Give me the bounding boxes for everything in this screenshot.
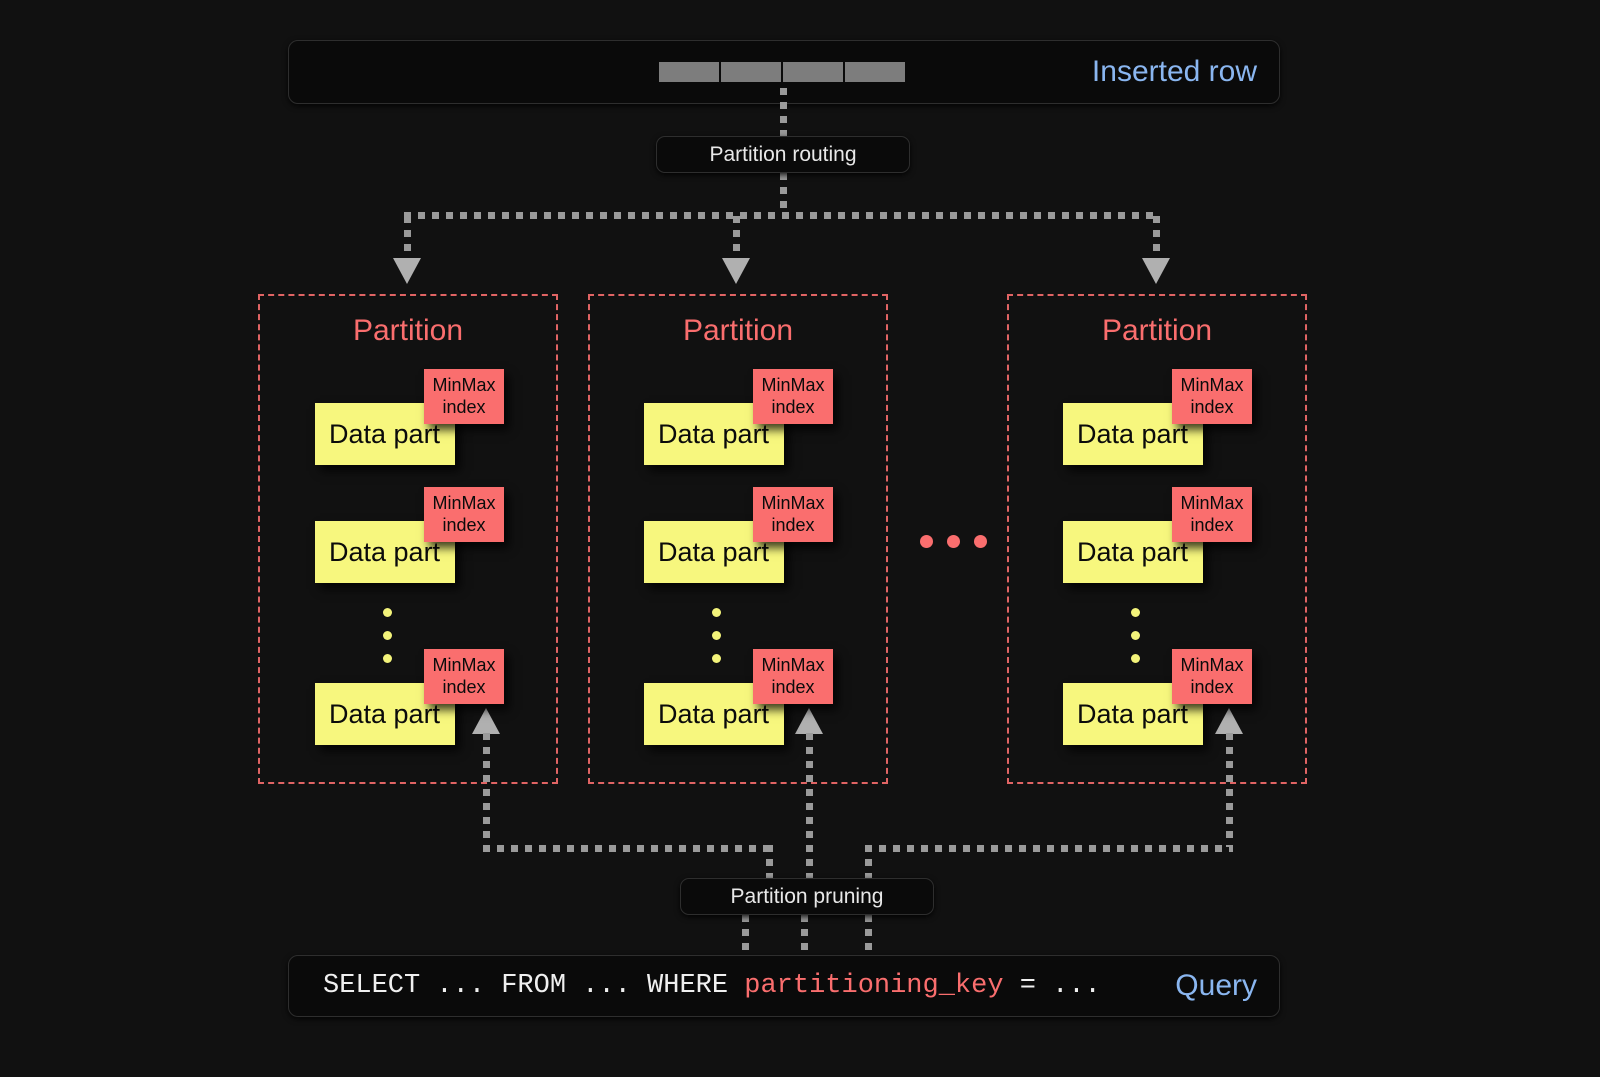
data-part-label: Data part (658, 418, 770, 449)
data-part-label: Data part (329, 698, 441, 729)
connector-bus-to-partition-2 (733, 216, 740, 262)
data-part-2-2: Data part (644, 521, 784, 583)
arrow-into-data-part-2 (795, 708, 823, 734)
connector-bus-left-drop (766, 845, 773, 891)
data-part-label: Data part (329, 536, 441, 567)
connector-pruning-to-partition-1 (483, 733, 490, 847)
connector-pruning-bus-right (865, 845, 1233, 852)
partition-pruning-label: Partition pruning (730, 884, 884, 908)
partition-ellipsis (920, 535, 987, 548)
data-part-label: Data part (1077, 418, 1189, 449)
connector-bus-to-partition-1 (404, 216, 411, 262)
ellipsis-dot (383, 608, 392, 617)
connector-bus-to-partition-3 (1153, 216, 1160, 262)
connector-bus-right-drop (865, 845, 872, 891)
connector-routing-to-bus (780, 173, 787, 215)
data-part-label: Data part (658, 536, 770, 567)
query-bar: SELECT ... FROM ... WHERE partitioning_k… (288, 955, 1280, 1017)
ellipsis-dot (920, 535, 933, 548)
partition-title: Partition (682, 314, 794, 347)
ellipsis-dot (1131, 608, 1140, 617)
partition-title: Partition (352, 314, 464, 347)
arrow-into-partition-2 (722, 258, 750, 284)
ellipsis-dot (974, 535, 987, 548)
query-suffix: = ... (1003, 971, 1101, 1001)
connector-pruning-to-query-mid (801, 915, 808, 957)
row-cell (845, 62, 905, 82)
arrow-into-data-part-3 (1215, 708, 1243, 734)
inserted-row-bar: Inserted row (288, 40, 1280, 104)
partition-box-1: Partition (258, 294, 558, 784)
ellipsis-dot (712, 654, 721, 663)
query-text: SELECT ... FROM ... WHERE partitioning_k… (323, 971, 1101, 1001)
partition-box-2: Partition (588, 294, 888, 784)
partition-title: Partition (1101, 314, 1213, 347)
row-cell (783, 62, 843, 82)
query-keyword: partitioning_key (744, 971, 1004, 1001)
connector-row-to-routing (780, 88, 787, 140)
data-part-ellipsis-1 (383, 608, 392, 677)
ellipsis-dot (1131, 654, 1140, 663)
ellipsis-dot (947, 535, 960, 548)
data-part-label: Data part (1077, 536, 1189, 567)
partition-routing-label: Partition routing (709, 142, 857, 166)
row-cell (659, 62, 719, 82)
data-part-label: Data part (329, 418, 441, 449)
partition-routing-box: Partition routing (656, 136, 910, 173)
ellipsis-dot (383, 654, 392, 663)
ellipsis-dot (383, 631, 392, 640)
connector-pruning-bus-left (483, 845, 773, 852)
data-part-label: Data part (658, 698, 770, 729)
partition-box-3: Partition (1007, 294, 1307, 784)
ellipsis-dot (712, 631, 721, 640)
connector-pruning-to-query-right (865, 915, 872, 957)
inserted-row-label: Inserted row (1091, 55, 1257, 88)
query-prefix: SELECT ... FROM ... WHERE (323, 971, 745, 1001)
arrow-into-data-part-1 (472, 708, 500, 734)
partition-pruning-box: Partition pruning (680, 878, 934, 915)
data-part-label: Data part (1077, 698, 1189, 729)
ellipsis-dot (712, 608, 721, 617)
connector-pruning-to-partition-2 (806, 733, 813, 889)
ellipsis-dot (1131, 631, 1140, 640)
query-label: Query (1175, 969, 1257, 1002)
inserted-row-cells (659, 62, 905, 82)
connector-pruning-to-partition-3 (1226, 733, 1233, 847)
data-part-ellipsis-3 (1131, 608, 1140, 677)
data-part-ellipsis-2 (712, 608, 721, 677)
row-cell (721, 62, 781, 82)
arrow-into-partition-1 (393, 258, 421, 284)
arrow-into-partition-3 (1142, 258, 1170, 284)
connector-routing-bus (404, 212, 1160, 219)
connector-pruning-to-query-left (742, 915, 749, 957)
